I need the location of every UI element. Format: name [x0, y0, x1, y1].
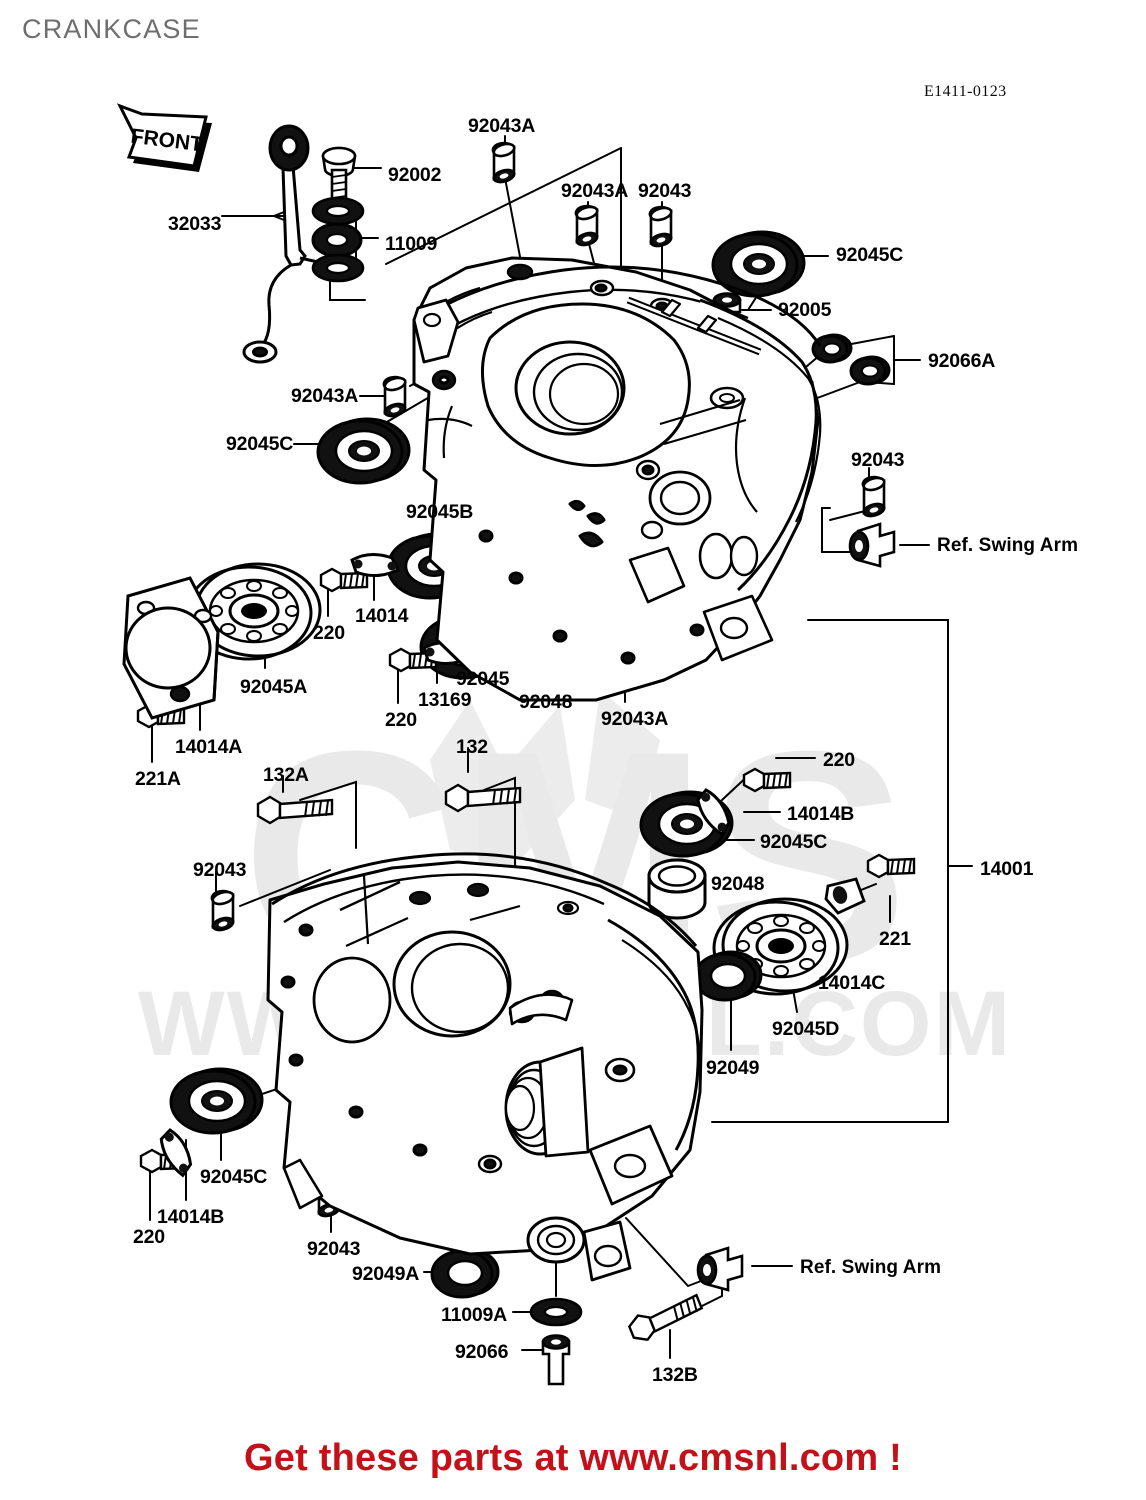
part-132b-bolt	[625, 1291, 707, 1346]
callout-92066[interactable]: 92066	[455, 1341, 509, 1363]
callout-92049a[interactable]: 92049A	[352, 1263, 420, 1285]
callout-14014b[interactable]: 14014B	[787, 803, 855, 825]
footer-cta: Get these parts at www.cmsnl.com !	[244, 1437, 902, 1479]
callout-92043[interactable]: 92043	[193, 859, 247, 881]
callout-221a[interactable]: 221A	[135, 768, 181, 790]
callout-221[interactable]: 221	[879, 928, 911, 950]
callout-92005[interactable]: 92005	[778, 299, 832, 321]
part-221-bolt	[866, 853, 916, 879]
part-11009-washer-lower	[311, 253, 365, 283]
callout-92043[interactable]: 92043	[638, 180, 692, 202]
callout-92045c[interactable]: 92045C	[200, 1166, 268, 1188]
diagram-code: E1411-0123	[924, 83, 1007, 100]
callout-220[interactable]: 220	[823, 749, 855, 771]
callout-92043a[interactable]: 92043A	[561, 180, 629, 202]
callout-220[interactable]: 220	[313, 622, 345, 644]
page-title: CRANKCASE	[22, 14, 201, 44]
part-14014c-cap	[824, 877, 866, 915]
callout-11009a[interactable]: 11009A	[441, 1304, 508, 1326]
part-92066-drain-plug	[541, 1334, 571, 1386]
part-92043a-dowel-1	[491, 140, 517, 186]
callout-ref-swing-arm[interactable]: Ref. Swing Arm	[937, 535, 1079, 556]
callout-92002[interactable]: 92002	[388, 164, 442, 186]
callout-92045c[interactable]: 92045C	[836, 244, 904, 266]
part-92049a-oil-seal	[430, 1247, 500, 1299]
callout-92049[interactable]: 92049	[706, 1057, 760, 1079]
callout-220[interactable]: 220	[133, 1226, 165, 1248]
callout-92048[interactable]: 92048	[711, 873, 765, 895]
callout-92043a[interactable]: 92043A	[291, 385, 359, 407]
callout-92048[interactable]: 92048	[519, 691, 573, 713]
part-92045c-bearing-4	[169, 1067, 264, 1135]
callout-92043a[interactable]: 92043A	[468, 115, 536, 137]
part-14001-crankcase-lower	[266, 852, 704, 1282]
callout-92066a[interactable]: 92066A	[928, 350, 996, 372]
part-132-bolt	[444, 783, 522, 813]
callout-92045[interactable]: 92045	[456, 668, 510, 690]
callout-92043[interactable]: 92043	[307, 1238, 361, 1260]
part-92049-oil-seal	[693, 950, 763, 1002]
callout-14001[interactable]: 14001	[980, 858, 1034, 880]
part-92066a-seal-2	[849, 355, 891, 386]
part-92043a-dowel-2	[574, 203, 600, 249]
part-11009a-washer	[529, 1297, 583, 1327]
callout-220[interactable]: 220	[385, 709, 417, 731]
part-220-bolt-3	[742, 767, 792, 793]
callout-92045d[interactable]: 92045D	[772, 1018, 840, 1040]
callout-ref-swing-arm[interactable]: Ref. Swing Arm	[800, 1257, 942, 1278]
part-132a-bolt	[256, 795, 334, 825]
callout-32033[interactable]: 32033	[168, 213, 222, 235]
callout-92043[interactable]: 92043	[851, 449, 905, 471]
callout-14014b[interactable]: 14014B	[157, 1206, 225, 1228]
callout-92045c[interactable]: 92045C	[226, 433, 294, 455]
part-92066a-seal-1	[811, 333, 853, 364]
callout-92045c[interactable]: 92045C	[760, 831, 828, 853]
part-92045c-bearing-1	[316, 417, 411, 485]
callout-11009[interactable]: 11009	[385, 233, 438, 255]
part-ref-swing-arm-collar-1	[848, 522, 896, 568]
part-14014b-retainer-2	[154, 1125, 199, 1180]
callout-132b[interactable]: 132B	[652, 1364, 698, 1386]
part-14014a-cover-plate	[122, 576, 220, 720]
callout-14014[interactable]: 14014	[355, 605, 409, 627]
part-92043-dowel-3	[210, 888, 236, 934]
front-direction-marker: FRONT	[116, 103, 212, 172]
part-92043-dowel-1	[648, 204, 674, 250]
callout-14014a[interactable]: 14014A	[175, 736, 243, 758]
callout-92043a[interactable]: 92043A	[601, 708, 669, 730]
part-11009-washer-upper	[311, 196, 365, 226]
callout-92045b[interactable]: 92045B	[406, 501, 474, 523]
part-14014-retainer	[350, 552, 400, 578]
callout-13169[interactable]: 13169	[418, 689, 472, 711]
part-92043a-dowel-3	[382, 374, 408, 420]
callout-132[interactable]: 132	[456, 736, 488, 758]
part-92043-dowel-2	[861, 474, 887, 520]
callout-92045a[interactable]: 92045A	[240, 676, 308, 698]
part-14001-crankcase-upper	[412, 256, 822, 702]
callout-132a[interactable]: 132A	[263, 764, 309, 786]
callout-14014c[interactable]: 14014C	[818, 972, 886, 994]
part-ref-swing-arm-collar-2	[696, 1246, 744, 1292]
part-11009-eye	[311, 222, 363, 258]
